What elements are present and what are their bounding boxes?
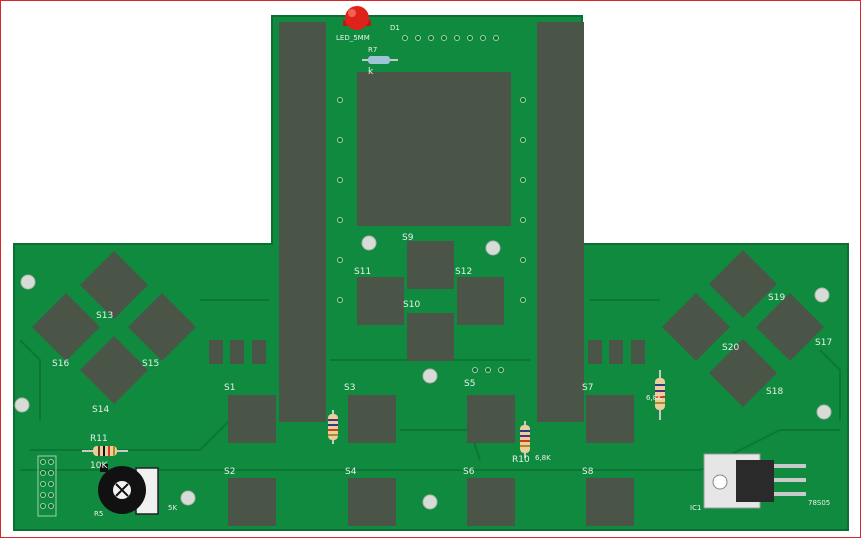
label-s10: S10 <box>403 300 420 310</box>
header-strip-left <box>279 22 326 422</box>
pad-s6 <box>467 478 515 526</box>
label-r10-value: 6,8K <box>535 454 551 462</box>
pad-s12 <box>457 277 504 325</box>
label-s2: S2 <box>224 467 235 477</box>
pad-s4 <box>348 478 396 526</box>
voltage-regulator-ic1 <box>703 453 806 509</box>
resistor-r7 <box>362 56 398 64</box>
label-s20: S20 <box>722 343 739 353</box>
label-s4: S4 <box>345 467 357 477</box>
label-r7: R7 <box>368 46 377 54</box>
label-s1: S1 <box>224 383 235 393</box>
label-s7: S7 <box>582 383 593 393</box>
mounting-holes <box>14 235 832 510</box>
resistor-r10 <box>520 421 530 458</box>
label-s16: S16 <box>52 359 69 369</box>
resistor-r9 <box>328 410 338 444</box>
smd-parts-right <box>588 340 645 364</box>
label-k: k <box>368 67 374 77</box>
header-strip-right <box>537 22 584 422</box>
pad-s3 <box>348 395 396 443</box>
label-s14: S14 <box>92 405 109 415</box>
label-s6: S6 <box>463 467 475 477</box>
label-pot-value: 5K <box>168 504 177 512</box>
pad-s10 <box>407 313 454 361</box>
label-s9: S9 <box>402 233 414 243</box>
label-led: LED_5MM <box>336 34 370 42</box>
potentiometer-r5 <box>98 464 159 515</box>
pad-s1 <box>228 395 276 443</box>
label-s18: S18 <box>766 387 783 397</box>
main-chip <box>357 72 511 226</box>
pad-s2 <box>228 478 276 526</box>
label-regulator: 78S05 <box>808 499 830 507</box>
label-s3: S3 <box>344 383 355 393</box>
label-ic1: IC1 <box>690 504 701 512</box>
label-r5: R5 <box>94 510 103 518</box>
label-s17: S17 <box>815 338 832 348</box>
left-dpad <box>32 251 196 404</box>
led-d1 <box>343 6 371 30</box>
pin-header-j1 <box>37 455 57 517</box>
pin-holes <box>337 35 526 373</box>
resistor-r8 <box>655 370 665 420</box>
label-s11: S11 <box>354 267 371 277</box>
pad-s8 <box>586 478 634 526</box>
pad-s11 <box>357 277 404 325</box>
label-s12: S12 <box>455 267 472 277</box>
label-s5: S5 <box>464 379 475 389</box>
label-r11-value: 10K <box>90 461 108 471</box>
label-s15: S15 <box>142 359 159 369</box>
label-r10: R10 <box>512 455 530 465</box>
resistor-r11 <box>82 446 128 456</box>
pad-s5 <box>467 395 515 443</box>
right-dpad <box>662 250 824 407</box>
label-d1: D1 <box>390 24 400 32</box>
label-s13: S13 <box>96 311 113 321</box>
label-s8: S8 <box>582 467 594 477</box>
pad-s9 <box>407 241 454 289</box>
label-r11: R11 <box>90 434 108 444</box>
smd-parts-left <box>209 340 266 364</box>
label-r9-value: 6,8K <box>646 394 662 402</box>
label-s19: S19 <box>768 293 785 303</box>
pad-s7 <box>586 395 634 443</box>
